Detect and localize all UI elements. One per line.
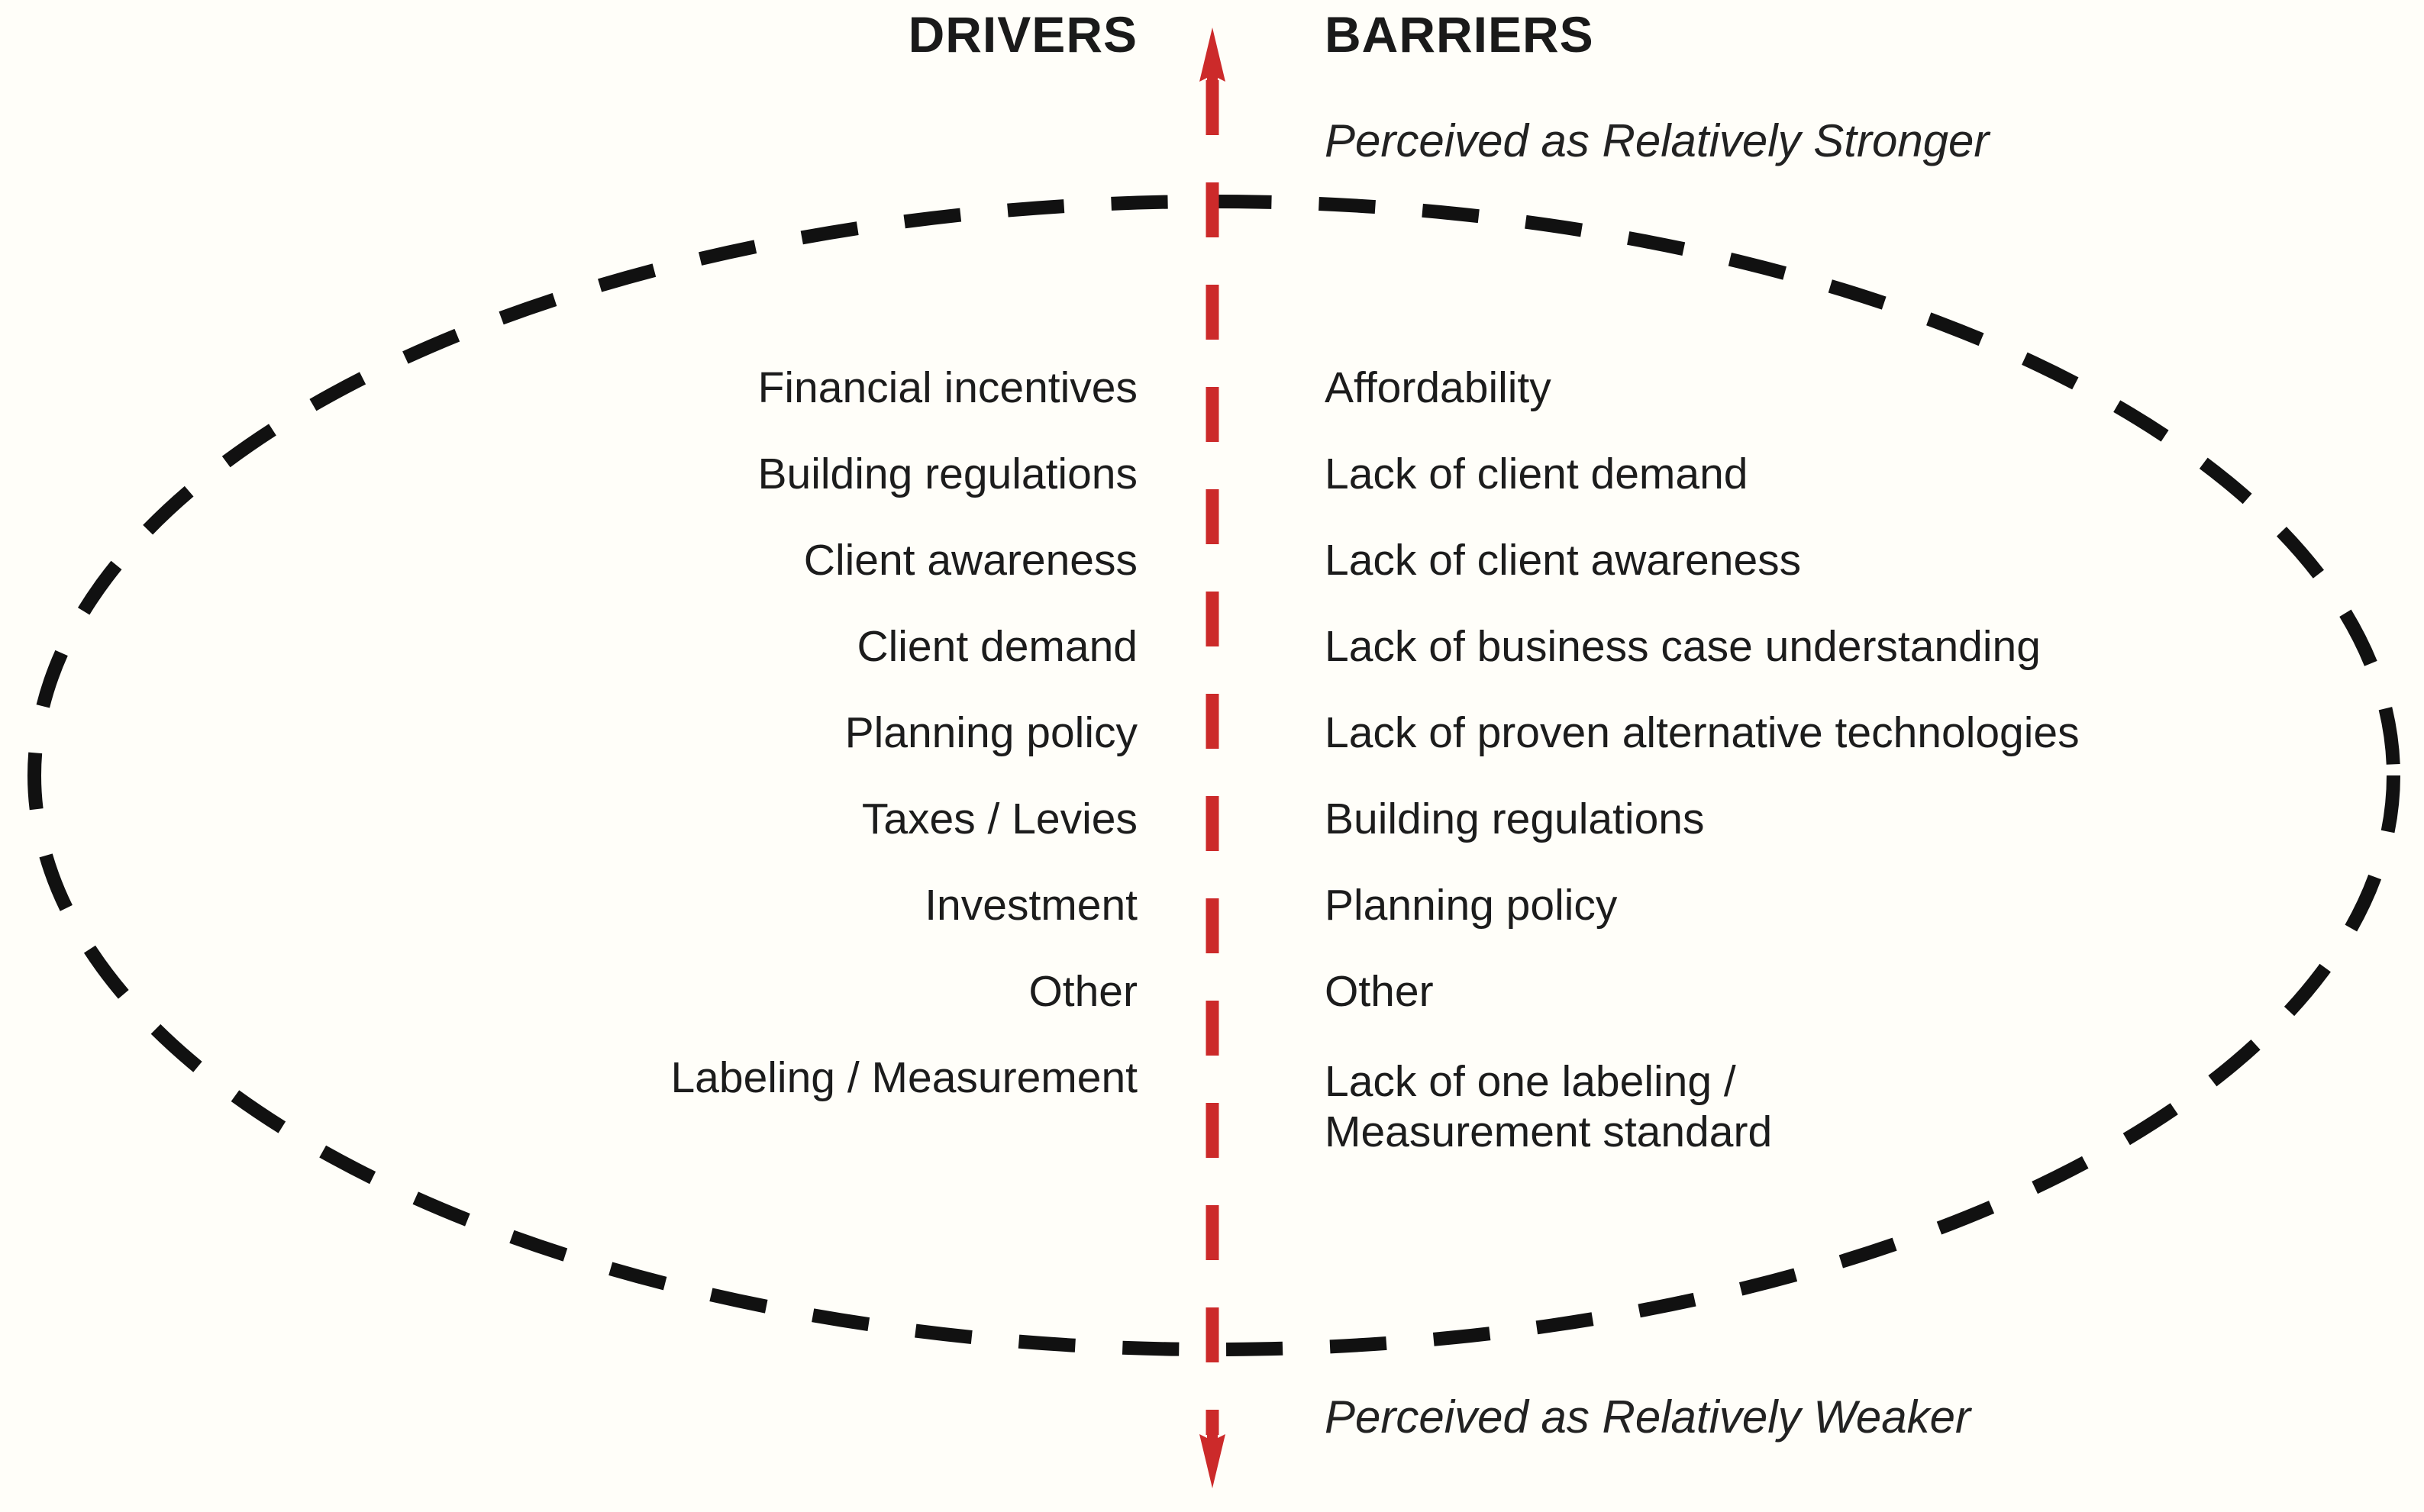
list-item: Client demand [857, 622, 1138, 671]
drivers-heading: DRIVERS [908, 6, 1138, 63]
list-item: Other [1028, 967, 1138, 1016]
caption-relatively-stronger: Perceived as Relatively Stronger [1325, 115, 1990, 166]
list-item: Financial incentives [757, 363, 1138, 412]
up-arrow-icon [1199, 27, 1225, 92]
drivers-list: Financial incentives Building regulation… [0, 366, 1138, 1100]
barriers-heading: BARRIERS [1325, 6, 1594, 63]
list-item: Other [1325, 967, 1434, 1016]
list-item: Building regulations [1325, 795, 1705, 843]
list-item: Lack of client demand [1325, 450, 1748, 498]
list-item: Lack of business case understanding [1325, 622, 2041, 671]
list-item: Affordability [1325, 363, 1551, 412]
list-item: Investment [925, 881, 1138, 930]
list-item: Building regulations [757, 450, 1138, 498]
vertical-perception-axis [1199, 27, 1225, 1488]
list-item: Lack of client awareness [1325, 536, 1802, 585]
down-arrow-icon [1199, 1424, 1225, 1488]
list-item: Lack of proven alternative technologies [1325, 708, 2080, 757]
caption-relatively-weaker: Perceived as Relatively Weaker [1325, 1391, 1971, 1443]
list-item: Taxes / Levies [861, 795, 1138, 843]
barriers-list: Affordability Lack of client demand Lack… [1325, 366, 2416, 1157]
list-item: Client awareness [803, 536, 1138, 585]
list-item: Planning policy [844, 708, 1138, 757]
list-item: Lack of one labeling / Measurement stand… [1325, 1057, 1773, 1157]
list-item: Planning policy [1325, 881, 1618, 930]
list-item: Labeling / Measurement [670, 1053, 1138, 1102]
